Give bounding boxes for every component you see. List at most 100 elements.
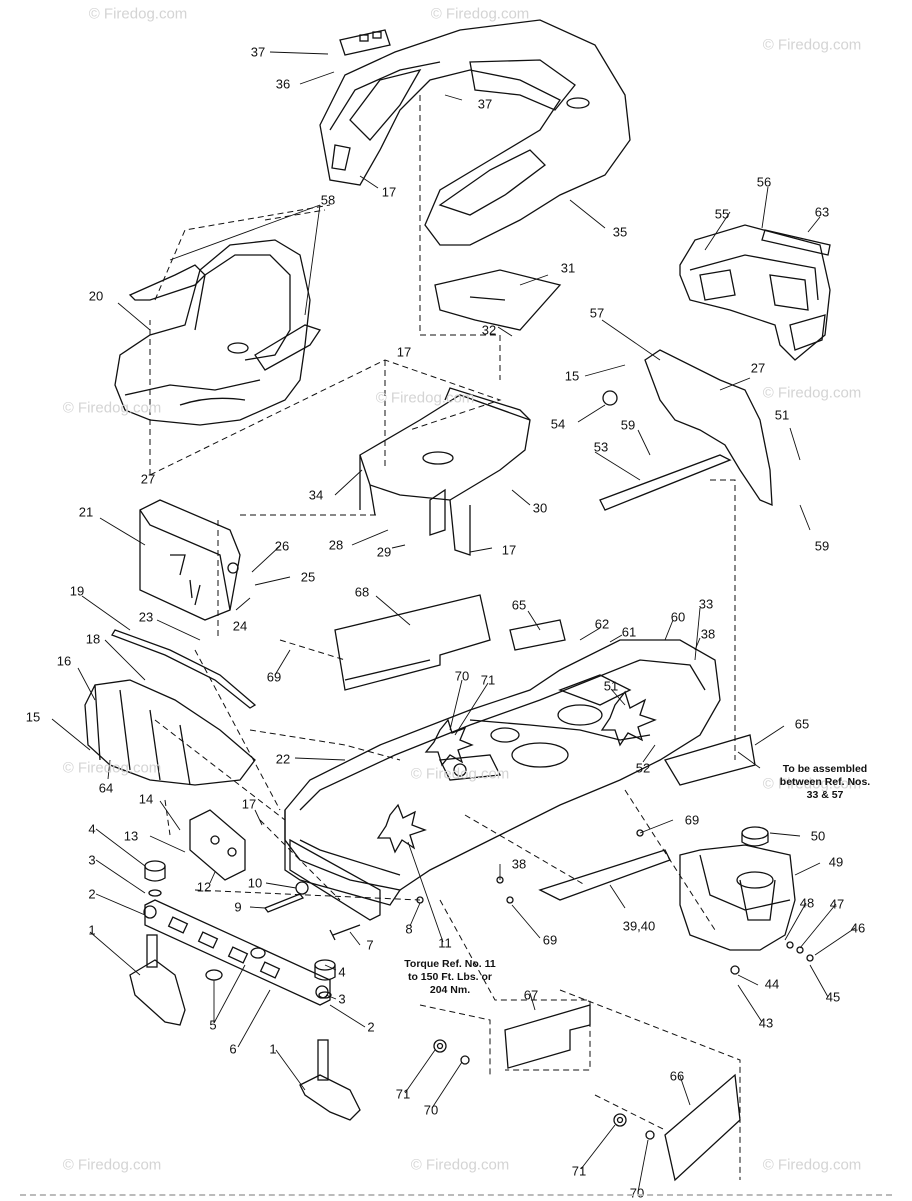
- callout-63: 63: [814, 204, 830, 220]
- watermark-7: © Firedog.com: [62, 759, 162, 777]
- callout-6: 6: [229, 1041, 237, 1057]
- seat-part-20: [114, 239, 322, 426]
- watermark-5: © Firedog.com: [375, 389, 475, 407]
- callout-14: 14: [138, 791, 154, 807]
- callout-17b: 17: [396, 344, 412, 360]
- plate-66: [664, 1073, 741, 1182]
- bar-53: [599, 454, 732, 511]
- plate-39-40: [538, 849, 671, 901]
- console-part-35: [319, 19, 631, 246]
- callout-4b: 4: [338, 964, 346, 980]
- callout-52: 52: [635, 760, 651, 776]
- callout-5: 5: [209, 1017, 217, 1033]
- callout-23: 23: [138, 609, 154, 625]
- callout-11: 11: [438, 935, 452, 951]
- panel-37: [339, 29, 391, 56]
- callout-27a: 27: [750, 360, 766, 376]
- callout-34: 34: [308, 487, 324, 503]
- callout-61: 61: [621, 624, 637, 640]
- callout-71b: 71: [395, 1086, 411, 1102]
- callout-48: 48: [799, 895, 815, 911]
- callout-36: 36: [275, 76, 291, 92]
- callout-58: 58: [320, 192, 336, 208]
- callout-39-40: 39,40: [622, 918, 656, 934]
- starburst-70-71: [424, 718, 474, 767]
- callout-15a: 15: [564, 368, 580, 384]
- callout-51b: 51: [603, 678, 619, 694]
- callout-43: 43: [758, 1015, 774, 1031]
- callout-44: 44: [764, 976, 780, 992]
- callout-2b: 2: [367, 1019, 375, 1035]
- callout-27b: 27: [140, 471, 156, 487]
- watermark-12: © Firedog.com: [762, 1156, 862, 1174]
- callout-70b: 70: [423, 1102, 439, 1118]
- callout-51a: 51: [774, 407, 790, 423]
- callout-49: 49: [828, 854, 844, 870]
- callout-1a: 1: [88, 922, 96, 938]
- strip-63: [761, 229, 831, 256]
- fender-part-55: [679, 224, 831, 361]
- callout-69b: 69: [684, 812, 700, 828]
- watermark-10: © Firedog.com: [62, 1156, 162, 1174]
- plate-65a: [509, 619, 566, 651]
- callout-16: 16: [56, 653, 72, 669]
- callout-30: 30: [532, 500, 548, 516]
- callout-55: 55: [714, 206, 730, 222]
- torque-note: Torque Ref. No. 11 to 150 Ft. Lbs. or 20…: [404, 958, 496, 996]
- callout-45: 45: [825, 989, 841, 1005]
- callout-9: 9: [234, 899, 242, 915]
- callout-47: 47: [829, 896, 845, 912]
- callout-25: 25: [300, 569, 316, 585]
- callout-38b: 38: [511, 856, 527, 872]
- panel-21: [139, 499, 241, 621]
- callout-21: 21: [78, 504, 94, 520]
- callout-56: 56: [756, 174, 772, 190]
- watermark-1: © Firedog.com: [88, 5, 188, 23]
- callout-3a: 3: [88, 852, 96, 868]
- callout-2a: 2: [88, 886, 96, 902]
- assembly-note: To be assembled between Ref. Nos. 33 & 5…: [779, 763, 871, 801]
- callout-10: 10: [247, 875, 263, 891]
- bracket-57: [599, 349, 773, 511]
- callout-12: 12: [196, 879, 212, 895]
- callout-53: 53: [593, 439, 609, 455]
- callout-46: 46: [850, 920, 866, 936]
- spindle-1a: [129, 934, 186, 1026]
- callout-35: 35: [612, 224, 628, 240]
- callout-17d: 17: [241, 796, 257, 812]
- callout-3b: 3: [338, 991, 346, 1007]
- callout-17c: 17: [501, 542, 517, 558]
- callout-62: 62: [594, 616, 610, 632]
- plate-68: [334, 594, 491, 691]
- callout-60: 60: [670, 609, 686, 625]
- callout-19: 19: [69, 583, 85, 599]
- callout-13: 13: [123, 828, 139, 844]
- watermark-4: © Firedog.com: [62, 399, 162, 417]
- plate-65b: [664, 734, 756, 786]
- callout-20: 20: [88, 288, 104, 304]
- callout-67: 67: [523, 987, 539, 1003]
- callout-68: 68: [354, 584, 370, 600]
- callout-64: 64: [98, 780, 114, 796]
- callout-71a: 71: [480, 672, 496, 688]
- watermark-8: © Firedog.com: [410, 765, 510, 783]
- callout-17a: 17: [381, 184, 397, 200]
- callout-33: 33: [698, 596, 714, 612]
- callout-69a: 69: [266, 669, 282, 685]
- strip-19: [111, 629, 257, 709]
- watermark-6: © Firedog.com: [762, 384, 862, 402]
- starburst-51: [600, 690, 657, 747]
- callout-66: 66: [669, 1068, 685, 1084]
- callout-24: 24: [232, 618, 248, 634]
- starburst-11: [376, 803, 427, 854]
- callout-37b: 37: [477, 96, 493, 112]
- callout-69c: 69: [542, 932, 558, 948]
- callout-57: 57: [589, 305, 605, 321]
- callout-4a: 4: [88, 821, 96, 837]
- watermark-9: © Firedog.com: [762, 775, 862, 793]
- callout-54: 54: [550, 416, 566, 432]
- spindle-1b: [299, 1039, 361, 1121]
- callout-70c: 70: [629, 1185, 645, 1201]
- axle-6: [143, 899, 331, 1006]
